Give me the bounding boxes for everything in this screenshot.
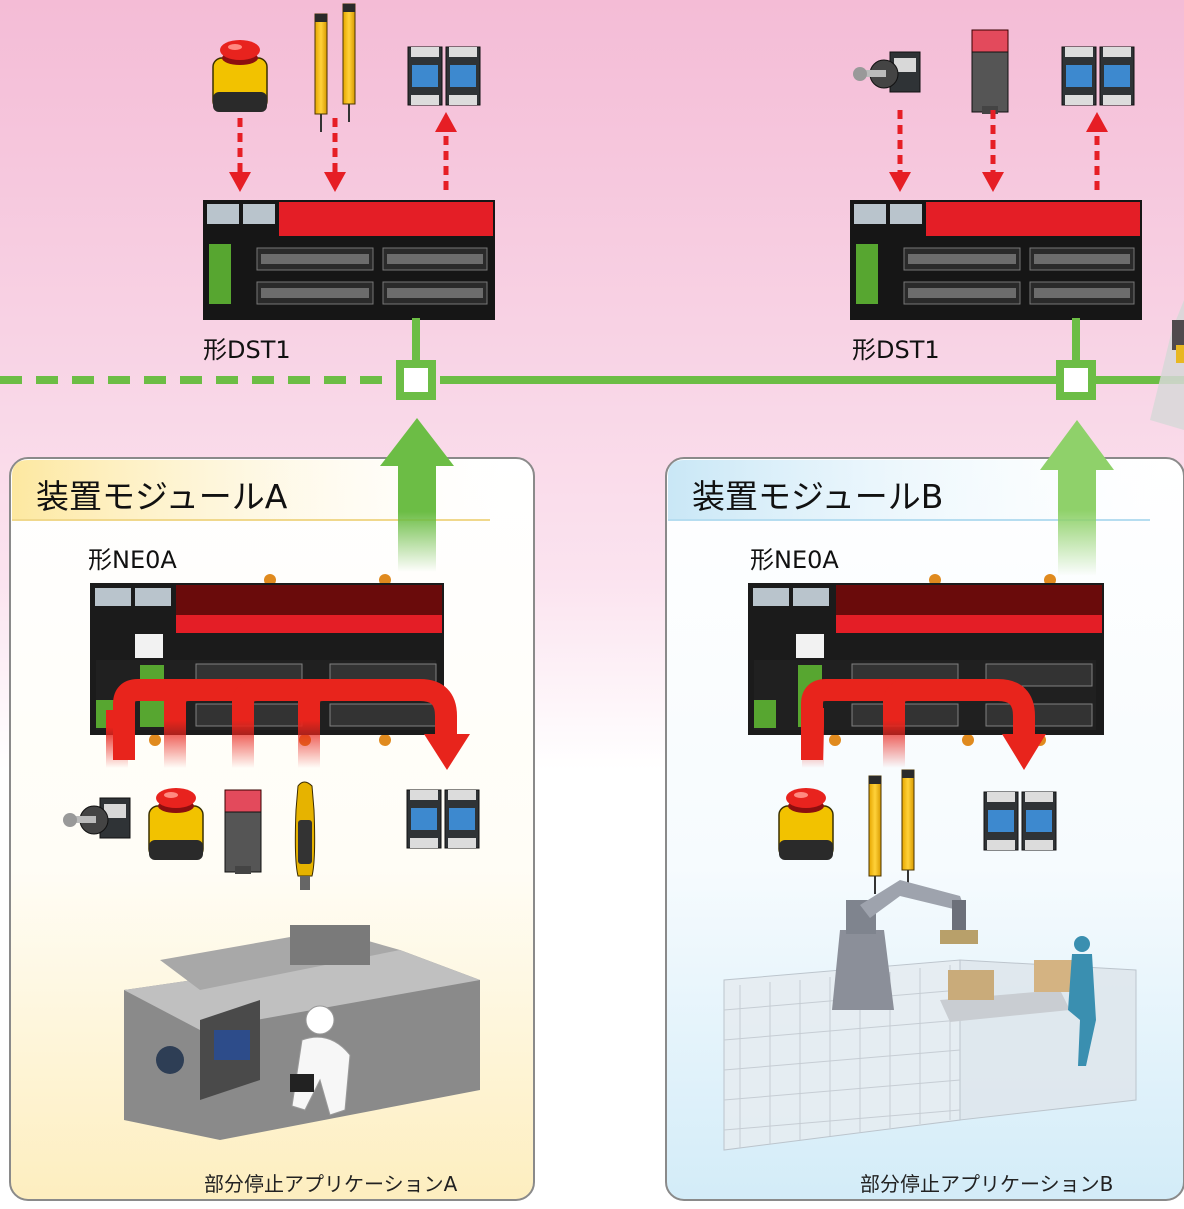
enabling-switch-icon [294,781,316,891]
dst1-label-2: 形DST1 [852,336,940,364]
robot-cell-illustration-b [723,880,1137,1151]
dst1-label-1: 形DST1 [203,336,291,364]
internal-flow-b [801,679,1046,770]
application-label-b: 部分停止アプリケーションB [860,1172,1114,1196]
emergency-stop-icon [148,787,204,861]
light-curtain-icon [868,775,882,895]
light-curtain-icon [314,13,328,133]
emergency-stop-icon [778,787,834,861]
uplink-arrow-a [380,418,454,572]
network-node-2 [1056,360,1096,400]
uplink-arrow-b [1040,420,1114,576]
ne0a-label-b: 形NE0A [750,546,839,574]
module-b-title: 装置モジュールB [692,477,944,516]
door-switch-icon [971,29,1009,115]
dst1-controller-2 [849,199,1143,321]
door-switch-icon [224,789,262,875]
light-curtain-icon [342,3,356,123]
internal-flow-a [106,679,470,770]
machine-illustration-a [124,925,480,1140]
ne0a-label-a: 形NE0A [88,546,177,574]
network-node-1 [396,360,436,400]
module-a-title: 装置モジュールA [36,477,288,516]
light-curtain-icon [901,769,915,889]
top-io-arrows-1 [237,118,449,190]
emergency-stop-icon [212,39,268,113]
ne0a-controller-a [90,574,444,746]
dst1-controller-1 [202,199,496,321]
partial-robot [1150,300,1184,430]
application-label-a: 部分停止アプリケーションA [204,1172,458,1196]
network-bus [0,318,1184,400]
